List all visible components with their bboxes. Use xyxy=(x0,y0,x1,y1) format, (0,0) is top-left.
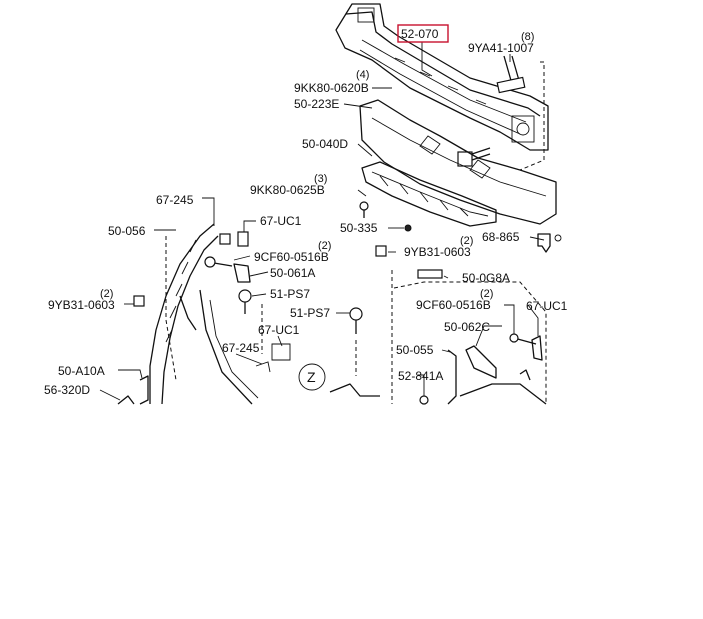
label-52-841a[interactable]: 52-841A xyxy=(398,369,443,383)
lower-center-parts xyxy=(329,245,393,404)
qty-9kk80-0620b: (4) xyxy=(356,69,369,81)
label-50-a10a[interactable]: 50-A10A xyxy=(58,364,105,378)
label-9cf60-0516b[interactable]: 9CF60-0516B xyxy=(254,250,329,264)
label-9kk80-0620b[interactable]: 9KK80-0620B xyxy=(294,81,369,95)
small-bolts xyxy=(359,201,412,232)
label-50-0g8a[interactable]: 50-0G8A xyxy=(462,271,510,285)
label-50-335[interactable]: 50-335 xyxy=(340,221,378,235)
bumper-bracket xyxy=(361,161,497,227)
leader-lines xyxy=(99,42,545,401)
label-67-245-mid[interactable]: 67-245 xyxy=(222,341,260,355)
zone-marker xyxy=(298,363,326,391)
qty-9kk80-0625b: (3) xyxy=(314,173,327,185)
label-50-062c[interactable]: 50-062C xyxy=(444,320,490,334)
qty-9ya41-1007: (8) xyxy=(521,31,534,43)
label-50-223e[interactable]: 50-223E xyxy=(294,97,339,111)
bolt-9ya41-1007-drawing xyxy=(457,55,526,167)
highlight-box xyxy=(397,24,449,43)
label-51-ps7-top[interactable]: 51-PS7 xyxy=(270,287,310,301)
clip-68-865 xyxy=(537,233,562,253)
label-67-uc1-top[interactable]: 67-UC1 xyxy=(260,214,302,228)
label-50-061a[interactable]: 50-061A xyxy=(270,266,315,280)
zone-marker-label: Z xyxy=(307,369,316,385)
part-labels: 52-070 (8) 9YA41-1007 (4) 9KK80-0620B 50… xyxy=(44,24,568,397)
qty-9cf60-0516b: (2) xyxy=(318,240,331,252)
left-fasteners xyxy=(133,231,291,373)
right-lower-parts xyxy=(393,269,547,405)
label-50-040d[interactable]: 50-040D xyxy=(302,137,348,151)
label-52-070[interactable]: 52-070 xyxy=(401,27,439,41)
label-9kk80-0625b[interactable]: 9KK80-0625B xyxy=(250,183,325,197)
label-51-ps7-bottom[interactable]: 51-PS7 xyxy=(290,306,330,320)
bumper-reinforcement-beam xyxy=(335,3,549,171)
label-9yb31-0603-right[interactable]: 9YB31-0603 xyxy=(404,245,471,259)
qty-9yb31-0603-right: (2) xyxy=(460,235,473,247)
qty-9cf60-0516b-right: (2) xyxy=(480,288,493,300)
label-9cf60-0516b-right[interactable]: 9CF60-0516B xyxy=(416,298,491,312)
label-68-865[interactable]: 68-865 xyxy=(482,230,520,244)
bumper-fascia xyxy=(149,223,259,405)
label-9yb31-0603-left[interactable]: 9YB31-0603 xyxy=(48,298,115,312)
left-lower-parts xyxy=(117,375,149,405)
label-67-uc1-mid[interactable]: 67-UC1 xyxy=(258,323,300,337)
label-50-055[interactable]: 50-055 xyxy=(396,343,434,357)
label-9ya41-1007[interactable]: 9YA41-1007 xyxy=(468,41,534,55)
label-50-056[interactable]: 50-056 xyxy=(108,224,146,238)
label-67-245-top[interactable]: 67-245 xyxy=(156,193,194,207)
label-56-320d[interactable]: 56-320D xyxy=(44,383,90,397)
label-67-uc1-right[interactable]: 67-UC1 xyxy=(526,299,568,313)
qty-9yb31-0603-left: (2) xyxy=(100,288,113,300)
